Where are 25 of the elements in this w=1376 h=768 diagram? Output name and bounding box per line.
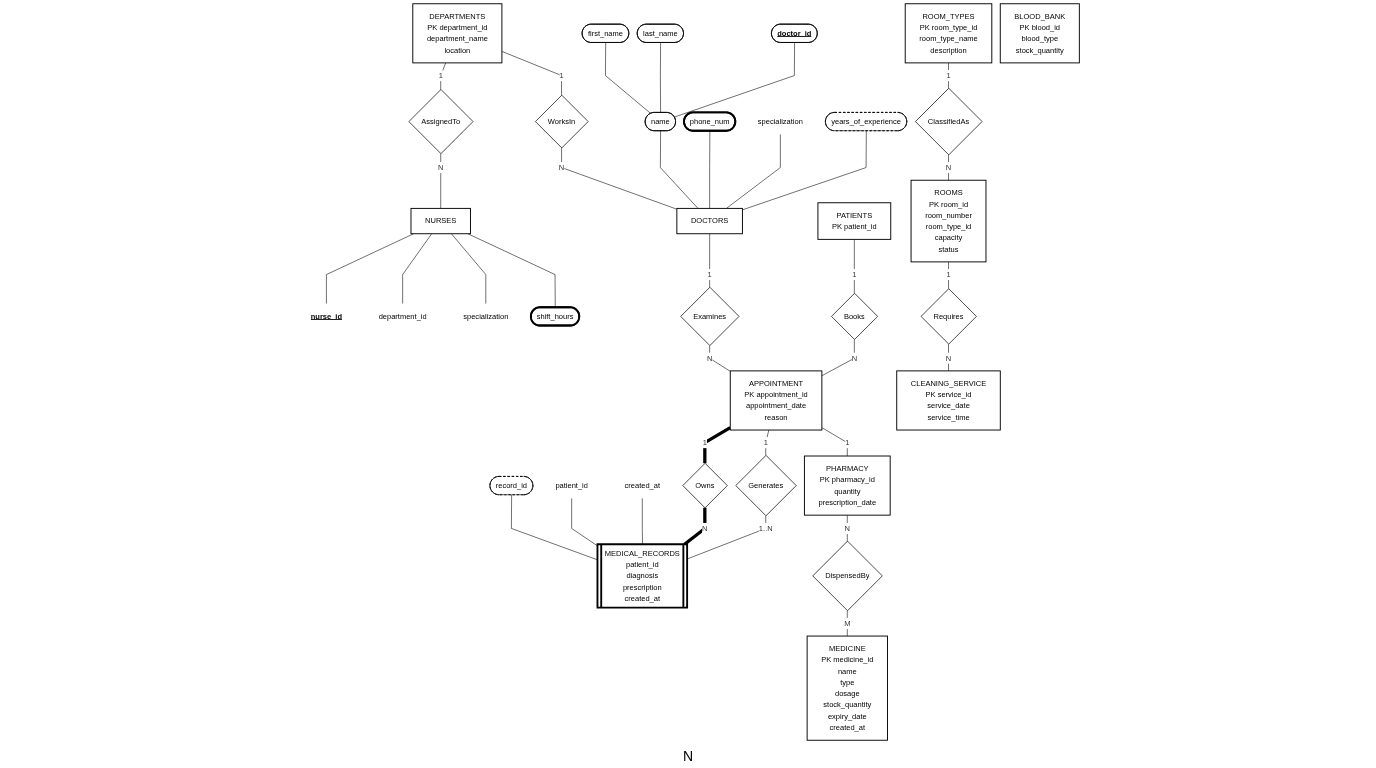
connector	[726, 133, 781, 209]
connector	[683, 507, 707, 546]
connector	[467, 233, 556, 308]
connector	[847, 610, 848, 637]
connector	[571, 497, 598, 547]
connector	[660, 42, 661, 113]
connector	[847, 514, 848, 542]
connector	[605, 42, 651, 114]
connector	[511, 494, 598, 561]
connector	[440, 153, 441, 209]
connector	[709, 130, 711, 209]
connector	[501, 51, 562, 96]
connector	[821, 339, 855, 376]
connector	[561, 147, 678, 210]
connector	[948, 343, 949, 372]
connector	[402, 233, 432, 304]
cardinality-label: N	[682, 748, 694, 764]
connector	[660, 130, 699, 209]
connector	[326, 233, 414, 304]
connector	[687, 515, 767, 560]
connector	[451, 233, 487, 304]
connector	[821, 427, 848, 457]
connector	[674, 42, 795, 118]
connector	[642, 497, 643, 545]
connector	[742, 130, 867, 211]
